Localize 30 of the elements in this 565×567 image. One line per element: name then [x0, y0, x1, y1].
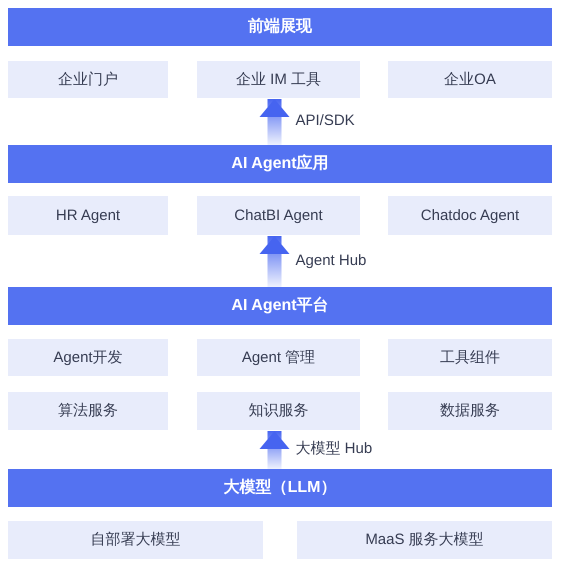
module-label: HR Agent [56, 206, 120, 224]
module-label: Chatdoc Agent [420, 206, 520, 224]
module-label: 知识服务 [248, 402, 308, 420]
layer-bar [8, 145, 552, 183]
module-label: 算法服务 [58, 402, 118, 420]
layer-title: 大模型（LLM） [224, 478, 336, 498]
layer-title: AI Agent平台 [231, 296, 329, 316]
module-label: ChatBI Agent [234, 206, 323, 224]
module-box [197, 61, 360, 98]
edge-label: Agent Hub [294, 252, 368, 270]
arrow [260, 431, 290, 469]
module-label: Agent开发 [53, 348, 123, 366]
module-label: 数据服务 [440, 402, 500, 420]
layer-bar [8, 287, 552, 325]
arrow [260, 236, 290, 287]
layer-title: AI Agent应用 [231, 154, 329, 174]
module-label: MaaS 服务大模型 [365, 531, 484, 549]
layer-bar [8, 469, 552, 507]
module-label: 企业门户 [58, 70, 118, 88]
layer-bar [8, 8, 552, 46]
module-box [197, 196, 360, 235]
module-label: 工具组件 [440, 348, 500, 366]
layer-title: 前端展现 [248, 17, 312, 37]
module-label: 企业 IM 工具 [236, 70, 321, 88]
module-label: 自部署大模型 [90, 531, 180, 549]
edge-label: 大模型 Hub [294, 440, 374, 458]
module-box [197, 392, 360, 430]
module-label: Agent 管理 [242, 348, 316, 366]
module-label: 企业OA [444, 70, 496, 88]
arrow [260, 99, 290, 145]
